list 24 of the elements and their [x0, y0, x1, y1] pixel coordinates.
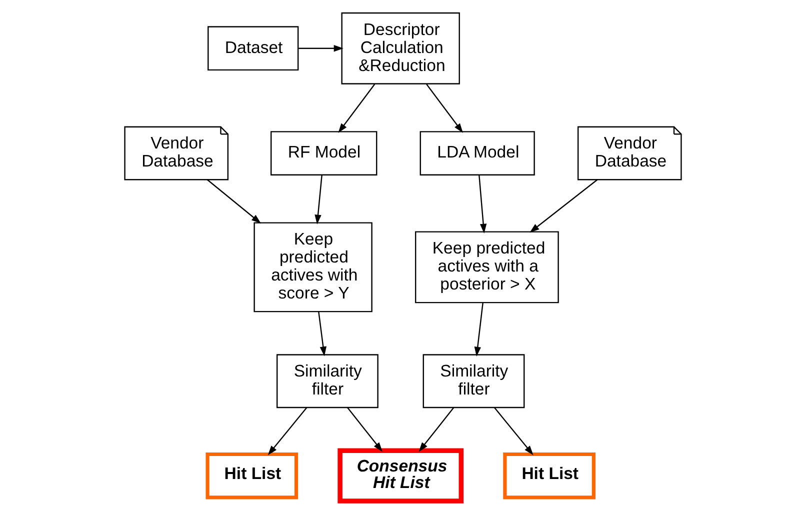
- arrow: [267, 407, 307, 456]
- node-box: Similarity filter: [422, 354, 524, 408]
- arrow: [426, 84, 462, 133]
- arrow: [206, 179, 261, 224]
- arrow: [529, 179, 598, 233]
- node-box: Keep predicted actives with score > Y: [253, 222, 372, 312]
- node-box: RF Model: [270, 131, 377, 176]
- node-box: Keep predicted actives with a posterior > X: [414, 231, 558, 304]
- arrow: [318, 312, 326, 356]
- arrow: [298, 44, 343, 52]
- node-box: Dataset: [207, 26, 298, 71]
- arrow: [338, 84, 375, 133]
- node-box: Similarity filter: [276, 354, 378, 408]
- node-box: Hit List: [502, 452, 595, 500]
- arrow: [474, 302, 483, 356]
- arrow: [418, 407, 454, 452]
- node-box: Hit List: [205, 452, 298, 500]
- node-box: LDA Model: [419, 131, 534, 176]
- arrow: [493, 407, 533, 456]
- node-box: Descriptor Calculation &Reduction: [340, 12, 460, 84]
- arrow: [478, 174, 486, 234]
- node-box: Consensus Hit List: [337, 448, 464, 504]
- arrow: [346, 407, 382, 452]
- arrow: [314, 174, 322, 224]
